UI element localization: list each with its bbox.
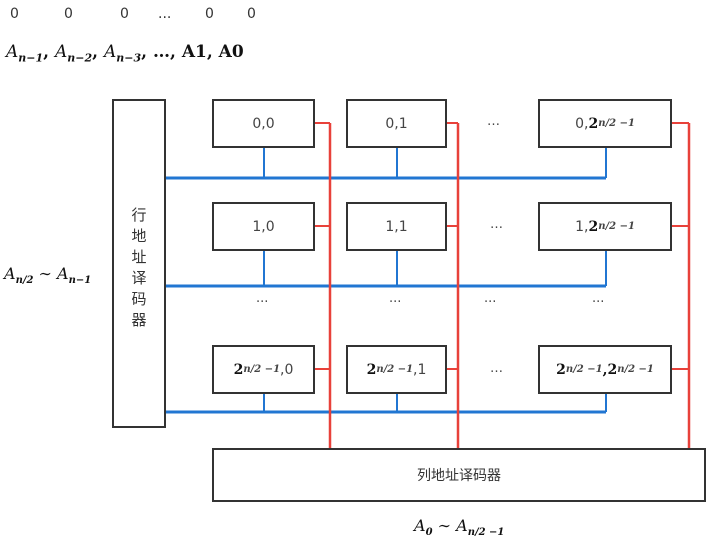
address-bit-1: 0 xyxy=(205,6,214,22)
col-ellipsis-row1: … xyxy=(490,217,503,232)
address-bit-ellipsis: ... xyxy=(158,6,172,22)
row-decoder: 行 地 址 译 码 器 xyxy=(112,99,166,428)
address-bit-0: 0 xyxy=(247,6,256,22)
col-ellipsis-rowlast: … xyxy=(490,361,503,376)
row-select-lines xyxy=(166,176,606,414)
address-label: An−1, An−2, An−3, …, A1, A0 xyxy=(6,42,244,65)
col-select-lines xyxy=(328,123,691,448)
cell-r1-c0: 1,0 xyxy=(212,202,315,251)
address-bit-n-3: 0 xyxy=(120,6,129,22)
cell-r0-c1: 0,1 xyxy=(346,99,447,148)
col-taps xyxy=(314,122,689,370)
address-bit-n-1: 0 xyxy=(10,6,19,22)
row-decoder-label: 行 地 址 译 码 器 xyxy=(131,206,147,329)
row-ellipsis-cmid: ... xyxy=(484,291,497,306)
address-bit-n-2: 0 xyxy=(64,6,73,22)
cell-r1-c1: 1,1 xyxy=(346,202,447,251)
col-ellipsis-row0: … xyxy=(487,114,500,129)
row-taps xyxy=(263,148,607,412)
row-ellipsis-clast: ... xyxy=(592,291,605,306)
col-decoder-label: 列地址译码器 xyxy=(417,468,501,484)
row-ellipsis-c1: ... xyxy=(389,291,402,306)
row-ellipsis-c0: ... xyxy=(256,291,269,306)
cell-r0-c0: 0,0 xyxy=(212,99,315,148)
row-address-label: An/2 ∼ An−1 xyxy=(4,264,92,287)
col-decoder: 列地址译码器 xyxy=(212,448,706,502)
col-address-label: A0 ∼ An/2 −1 xyxy=(414,516,505,539)
